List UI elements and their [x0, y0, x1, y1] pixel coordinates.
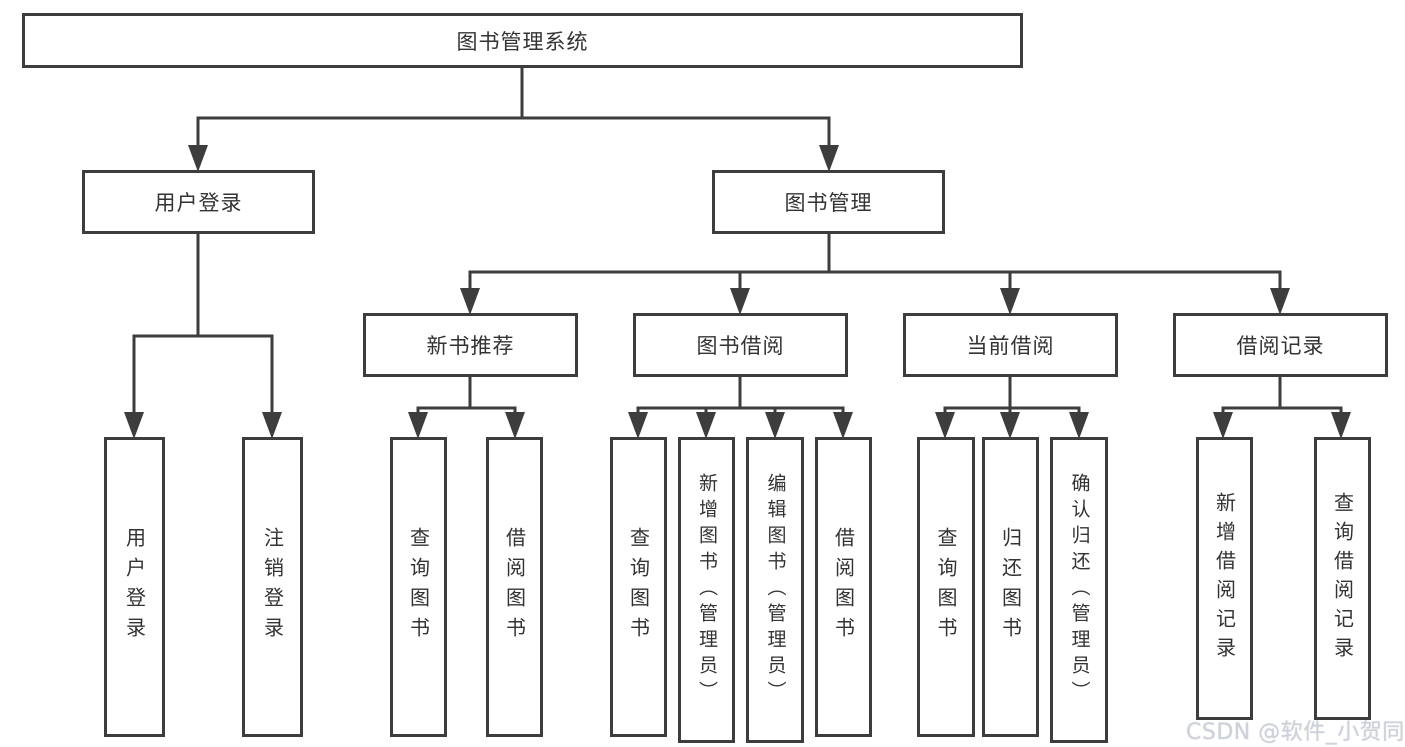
node-book-borrowing: 图书借阅 [633, 313, 848, 377]
leaf-br-query-record: 查询借阅记录 [1314, 437, 1371, 720]
leaf-bb-add-books-admin: 新增图书（管理员） [678, 437, 735, 743]
leaf-bb-borrow-books: 借阅图书 [815, 437, 872, 737]
leaf-br-add-record: 新增借阅记录 [1196, 437, 1253, 720]
leaf-nbr-borrow-books: 借阅图书 [486, 437, 543, 737]
leaf-logout: 注销登录 [242, 437, 303, 737]
leaf-nbr-query-books-label: 查询图书 [406, 527, 431, 647]
node-current-borrowing: 当前借阅 [903, 313, 1118, 377]
leaf-user-login-label: 用户登录 [122, 527, 147, 647]
leaf-cb-confirm-return-admin: 确认归还（管理员） [1050, 437, 1108, 743]
leaf-cb-confirm-return-admin-label: 确认归还（管理员） [1068, 473, 1091, 707]
csdn-watermark: CSDN @软件_小贺同学 [1186, 720, 1405, 745]
leaf-nbr-query-books: 查询图书 [390, 437, 447, 737]
leaf-br-add-record-label: 新增借阅记录 [1212, 491, 1237, 666]
node-new-book-recommend-label: 新书推荐 [426, 334, 515, 358]
leaf-logout-label: 注销登录 [260, 527, 285, 647]
node-new-book-recommend: 新书推荐 [363, 313, 578, 377]
node-user-login: 用户登录 [82, 170, 315, 234]
leaf-bb-query-books: 查询图书 [610, 437, 667, 737]
node-book-borrowing-label: 图书借阅 [696, 334, 785, 358]
leaf-cb-query-books-label: 查询图书 [934, 527, 958, 647]
leaf-bb-edit-books-admin-label: 编辑图书（管理员） [764, 473, 787, 707]
leaf-user-login: 用户登录 [104, 437, 165, 737]
leaf-bb-query-books-label: 查询图书 [626, 527, 651, 647]
leaf-cb-query-books: 查询图书 [917, 437, 975, 737]
node-library-system-label: 图书管理系统 [456, 29, 589, 54]
node-borrowing-records-label: 借阅记录 [1236, 334, 1325, 358]
leaf-cb-return-books-label: 归还图书 [998, 527, 1023, 647]
node-current-borrowing-label: 当前借阅 [966, 334, 1055, 358]
node-borrowing-records: 借阅记录 [1173, 313, 1388, 377]
node-user-login-label: 用户登录 [154, 191, 243, 215]
leaf-br-query-record-label: 查询借阅记录 [1330, 491, 1355, 666]
node-library-system: 图书管理系统 [22, 13, 1023, 68]
leaf-bb-borrow-books-label: 借阅图书 [831, 527, 856, 647]
leaf-bb-edit-books-admin: 编辑图书（管理员） [746, 437, 804, 743]
leaf-cb-return-books: 归还图书 [982, 437, 1039, 737]
node-book-management: 图书管理 [712, 170, 945, 234]
leaf-bb-add-books-admin-label: 新增图书（管理员） [696, 473, 718, 707]
node-book-management-label: 图书管理 [784, 191, 873, 215]
leaf-nbr-borrow-books-label: 借阅图书 [502, 527, 527, 647]
